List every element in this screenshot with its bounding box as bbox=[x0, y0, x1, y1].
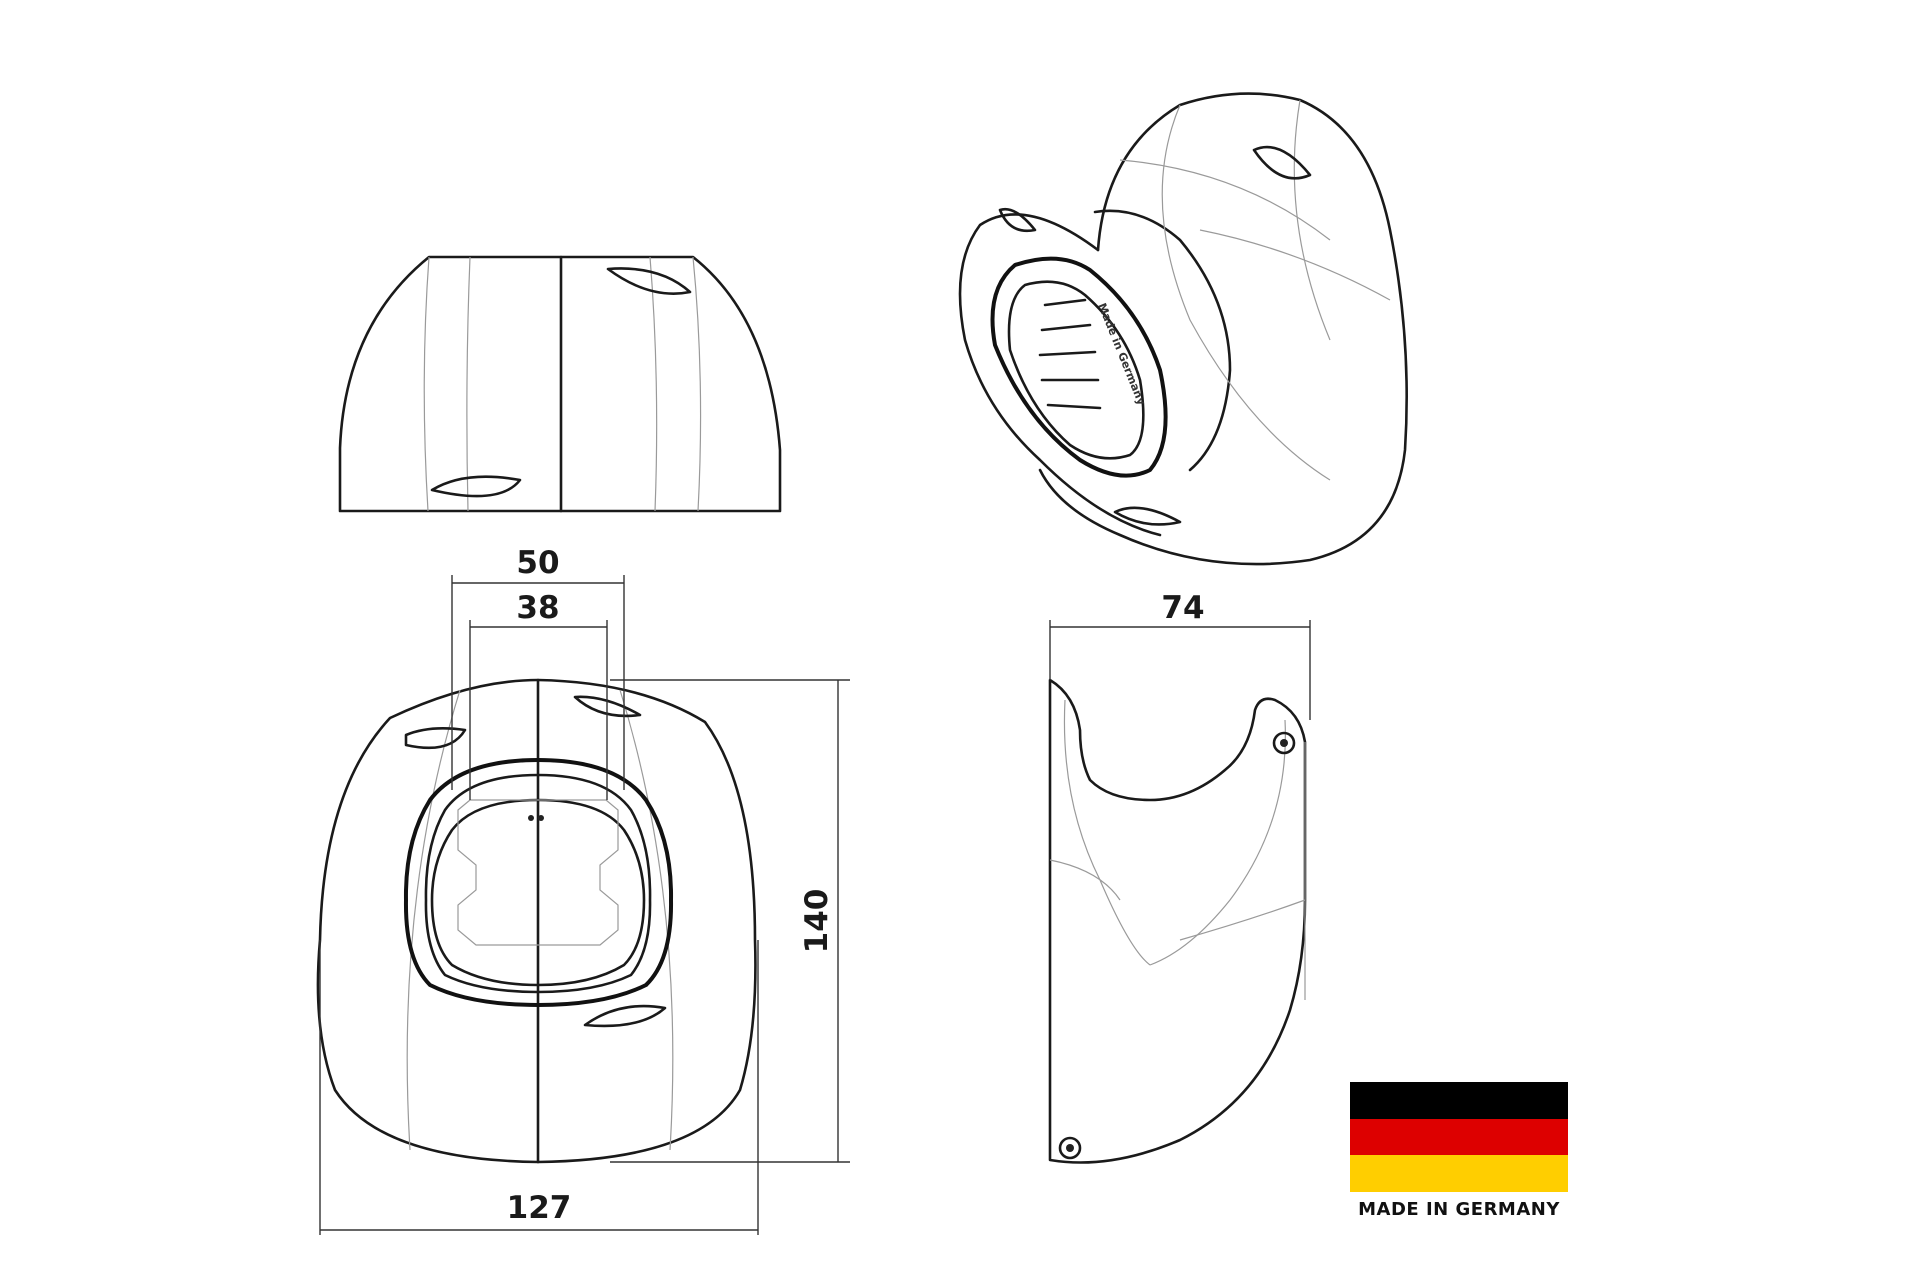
dimension-label-38: 38 bbox=[516, 590, 559, 626]
mounting-ring-outer bbox=[403, 758, 674, 1007]
front-view bbox=[316, 678, 757, 1164]
dimension-label-74: 74 bbox=[1161, 590, 1204, 626]
flag-stripe-red bbox=[1350, 1119, 1568, 1155]
iso-opening bbox=[990, 256, 1168, 478]
iso-slot-left bbox=[998, 207, 1037, 233]
dimension-74: 74 bbox=[1049, 590, 1311, 720]
dimension-label-50: 50 bbox=[516, 545, 559, 581]
dimension-label-127: 127 bbox=[507, 1190, 572, 1226]
made-in-germany-badge: MADE IN GERMANY bbox=[1350, 1082, 1568, 1220]
slot-left bbox=[404, 727, 467, 750]
iso-slot-bottom bbox=[1113, 506, 1182, 526]
screw-bottom-icon bbox=[1058, 1136, 1082, 1160]
flag-stripe-gold bbox=[1350, 1155, 1568, 1192]
mounting-ring-inner bbox=[430, 798, 646, 987]
dimension-38: 38 bbox=[469, 590, 608, 800]
slot-top bbox=[606, 267, 692, 295]
isometric-view: Made in Germany bbox=[958, 92, 1408, 566]
dimension-127: 127 bbox=[319, 940, 759, 1235]
embossed-made-in-germany: Made in Germany bbox=[1095, 301, 1148, 407]
side-view bbox=[1048, 678, 1307, 1164]
slot-top-right bbox=[573, 695, 642, 718]
dimension-140: 140 bbox=[610, 679, 850, 1163]
top-view bbox=[338, 255, 782, 513]
dimension-label-140: 140 bbox=[799, 889, 835, 954]
flag-stripe-black bbox=[1350, 1082, 1568, 1119]
screw-top-icon bbox=[1272, 731, 1296, 755]
made-in-germany-label: MADE IN GERMANY bbox=[1358, 1199, 1560, 1220]
slot-lower-right bbox=[583, 1004, 667, 1028]
iso-slot-top bbox=[1252, 145, 1312, 180]
dimension-50: 50 bbox=[451, 545, 625, 790]
slot-bottom bbox=[430, 475, 522, 498]
